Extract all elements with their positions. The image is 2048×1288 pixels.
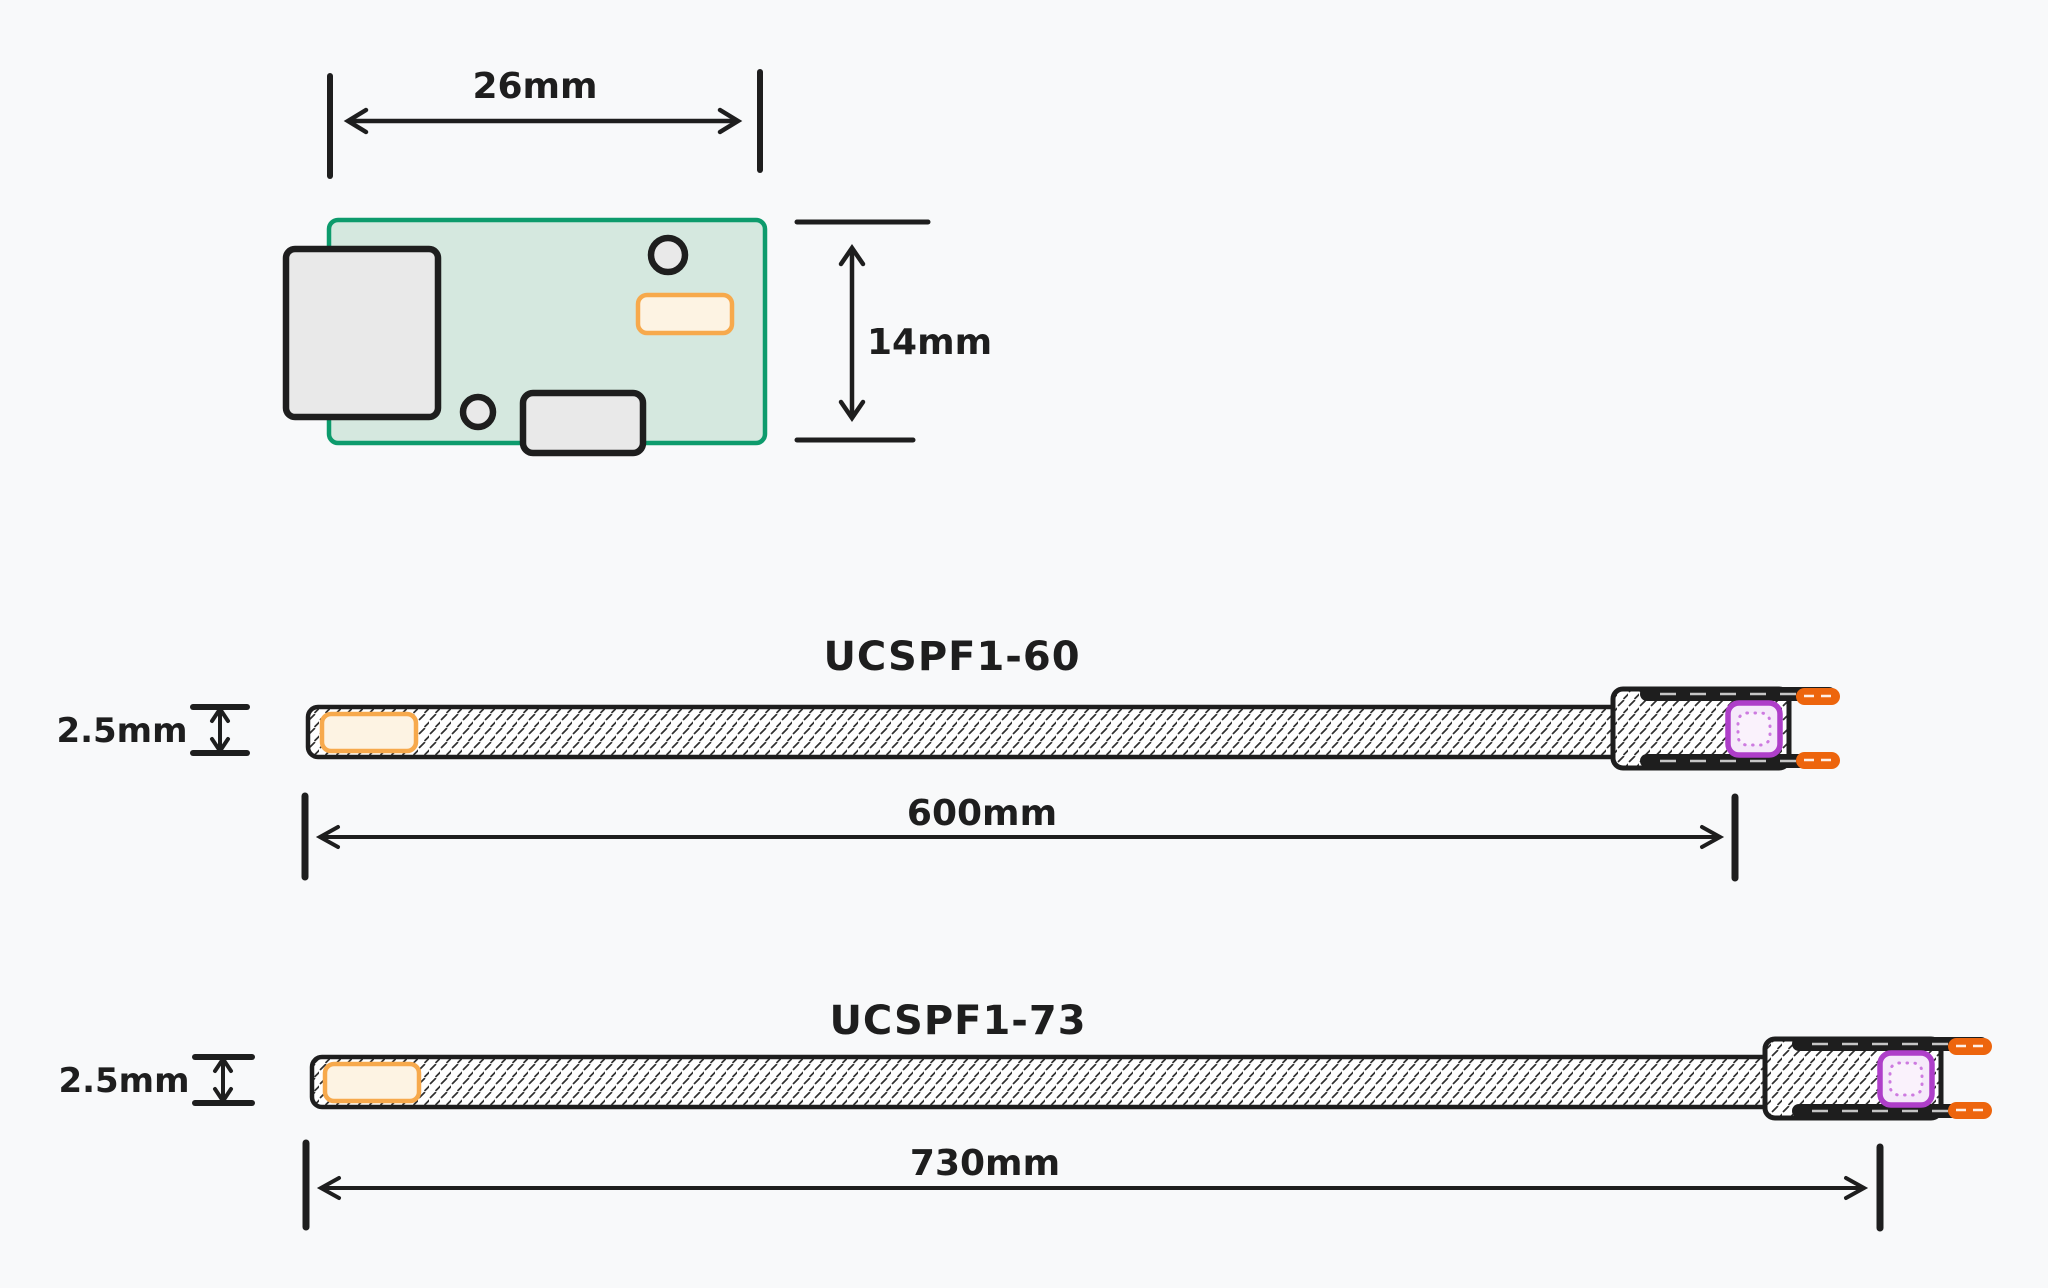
pin-tip-bottom (1948, 1102, 1992, 1119)
arrowhead-left-icon (315, 825, 340, 849)
cable1-connector (1610, 686, 1840, 771)
pcb-component-block (519, 389, 647, 457)
pcb-height-label: 14mm (867, 322, 992, 363)
arrowhead-up-icon (838, 244, 866, 267)
cable2-strip (309, 1054, 1915, 1110)
cable2-length-label: 730mm (910, 1143, 1060, 1184)
pcb-mounting-hole-top (647, 234, 689, 276)
pcb-mounting-hole-bottom (459, 393, 497, 431)
dim-26mm (327, 69, 763, 179)
pcb-width-label: 26mm (472, 66, 597, 107)
arrowhead-right-icon (717, 107, 743, 135)
cable-ucspf1-73: UCSPF1-73 2.5mm (58, 998, 1992, 1232)
cable2-thickness-dim (192, 1054, 255, 1106)
pcb-connector-block (282, 245, 442, 421)
arrowhead-up-icon (210, 705, 230, 723)
dim-14mm (794, 219, 931, 443)
pin-tip-bottom (1796, 752, 1840, 769)
connector-latch-inner (1736, 711, 1772, 747)
cable1-length-label: 600mm (907, 793, 1057, 834)
pin-tip-top (1796, 688, 1840, 705)
dim-730mm (302, 1139, 1884, 1232)
dim-600mm (301, 792, 1739, 882)
cable2-connector (1762, 1036, 1992, 1121)
pcb-ffc-socket (635, 292, 735, 336)
arrowhead-down-icon (210, 737, 230, 755)
cable1-part-number: UCSPF1-60 (823, 634, 1080, 680)
arrowhead-left-icon (316, 1176, 341, 1200)
connector-pin-bottom (1640, 754, 1836, 768)
connector-pin-top (1792, 1037, 1988, 1051)
cable2-part-number: UCSPF1-73 (829, 998, 1086, 1044)
cable1-contact-pad (319, 711, 419, 754)
arrowhead-right-icon (1700, 825, 1725, 849)
pin-tip-top (1948, 1038, 1992, 1055)
cable2-thickness-label: 2.5mm (58, 1061, 189, 1101)
connector-latch-inner (1888, 1061, 1924, 1097)
arrowhead-down-icon (838, 399, 866, 422)
arrowhead-down-icon (213, 1087, 233, 1105)
connector-pin-bottom (1792, 1104, 1988, 1118)
arrowhead-up-icon (213, 1055, 233, 1073)
cable1-thickness-label: 2.5mm (56, 711, 187, 751)
cable1-strip (305, 704, 1771, 760)
arrowhead-right-icon (1844, 1176, 1869, 1200)
connector-pin-top (1640, 687, 1836, 701)
cable-ucspf1-60: UCSPF1-60 2.5mm (56, 634, 1840, 882)
cable1-thickness-dim (190, 704, 250, 756)
arrowhead-left-icon (343, 107, 369, 135)
cable2-contact-pad (322, 1061, 422, 1104)
pcb-drawing: 26mm 14mm (282, 66, 992, 457)
